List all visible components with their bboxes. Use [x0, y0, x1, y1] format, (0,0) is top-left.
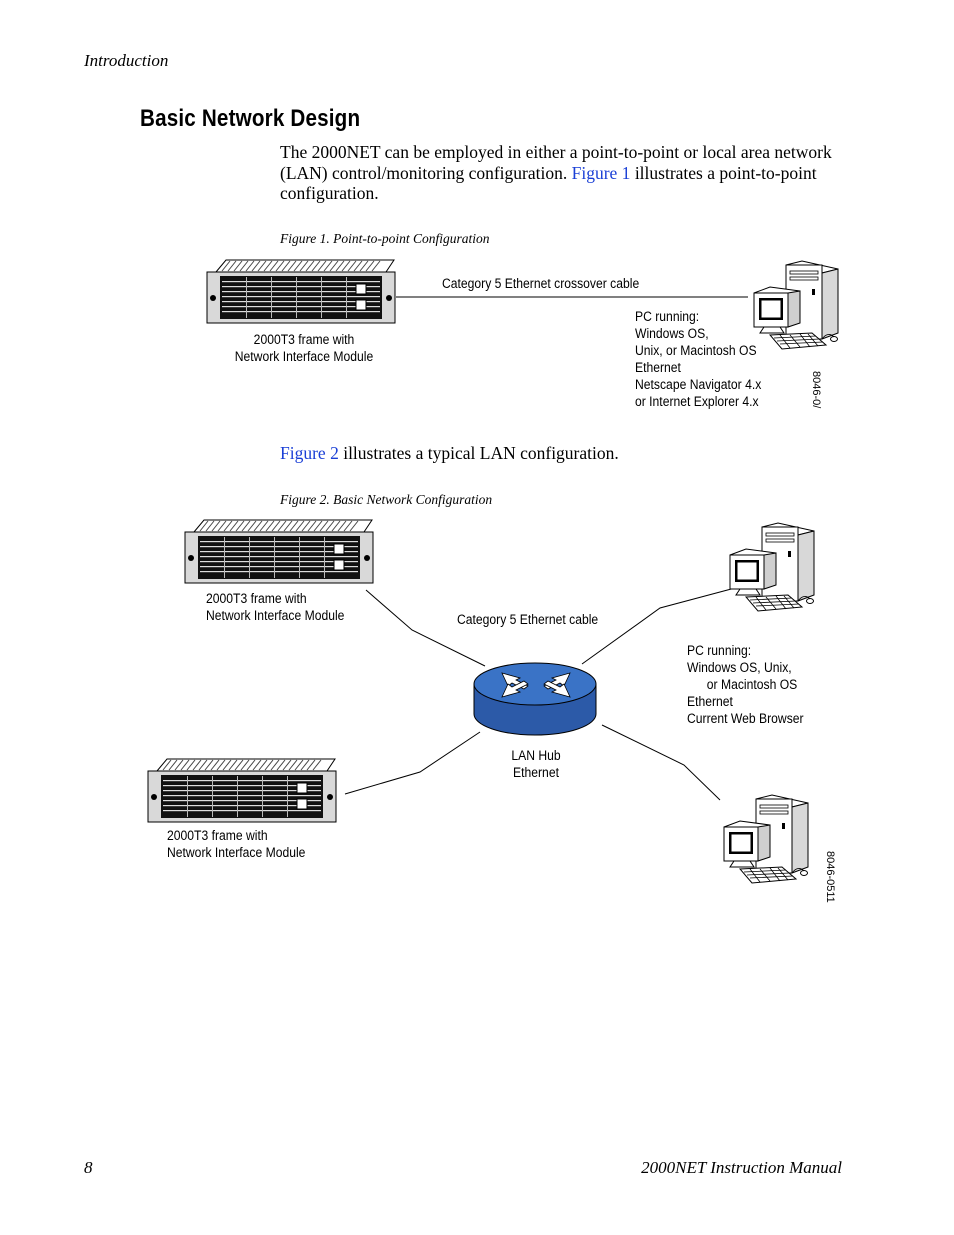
hub-label-line: LAN Hub [511, 748, 561, 763]
hub-label-line: Ethernet [513, 765, 559, 780]
frame-label-line: Network Interface Module [234, 349, 374, 364]
running-header: Introduction [84, 51, 169, 70]
frame-bottom-label: 2000T3 frame with Network Interface Modu… [167, 827, 305, 861]
pc-requirements: PC running: Windows OS, Unix, or Macinto… [635, 308, 761, 410]
pc-line: Windows OS, Unix, [687, 660, 792, 675]
intro-text-end: illustrates a point-to-point configurati… [280, 162, 817, 204]
para2-text: illustrates a typical LAN configuration. [338, 443, 619, 463]
manual-title: 2000NET Instruction Manual [641, 1158, 842, 1177]
frame-label-line: 2000T3 frame with [206, 591, 307, 606]
frame-label: 2000T3 frame with Network Interface Modu… [214, 331, 394, 365]
frame-label-line: 2000T3 frame with [167, 828, 268, 843]
figure-2-caption: Figure 2. Basic Network Configuration [280, 492, 493, 507]
intro-text: The 2000NET can be employed in either a … [280, 142, 832, 183]
frame-label-line: Network Interface Module [167, 845, 306, 860]
crossover-cable-label: Category 5 Ethernet crossover cable [442, 276, 640, 291]
frame-top-label: 2000T3 frame with Network Interface Modu… [206, 590, 344, 624]
page-number: 8 [84, 1158, 93, 1177]
ethernet-cable-label: Category 5 Ethernet cable [457, 612, 599, 627]
hub-icon [473, 662, 597, 736]
pc-line: Unix, or Macintosh OS [635, 343, 757, 358]
pc-line: Windows OS, [635, 326, 709, 341]
pc-requirements-lan: PC running: Windows OS, Unix, or Macinto… [687, 642, 804, 727]
figure-2-id: 8046-0511 [824, 851, 836, 903]
intro-paragraph: The 2000NET can be employed in either a … [280, 142, 840, 204]
pc-line: or Macintosh OS [706, 677, 798, 692]
pc-line: Current Web Browser [687, 711, 804, 726]
section-title: Basic Network Design [140, 105, 361, 132]
frame-label-line: Network Interface Module [206, 608, 345, 623]
pc-line: Ethernet [687, 694, 733, 709]
pc-icon-top [726, 518, 816, 618]
pc-line: PC running: [635, 309, 700, 324]
frame-label-line: 2000T3 frame with [253, 332, 355, 347]
hub-label: LAN Hub Ethernet [491, 747, 581, 781]
figure-1-link[interactable]: Figure 1 [571, 162, 631, 183]
figure-2-link[interactable]: Figure 2 [280, 443, 339, 463]
figure-2-paragraph: Figure 2 illustrates a typical LAN confi… [280, 443, 840, 464]
pc-line: Netscape Navigator 4.x [635, 377, 762, 392]
pc-line: or Internet Explorer 4.x [635, 394, 759, 409]
figure-1-caption: Figure 1. Point-to-point Configuration [280, 231, 490, 246]
pc-line: Ethernet [635, 360, 681, 375]
pc-icon-bottom [720, 790, 810, 890]
pc-line: PC running: [687, 643, 752, 658]
